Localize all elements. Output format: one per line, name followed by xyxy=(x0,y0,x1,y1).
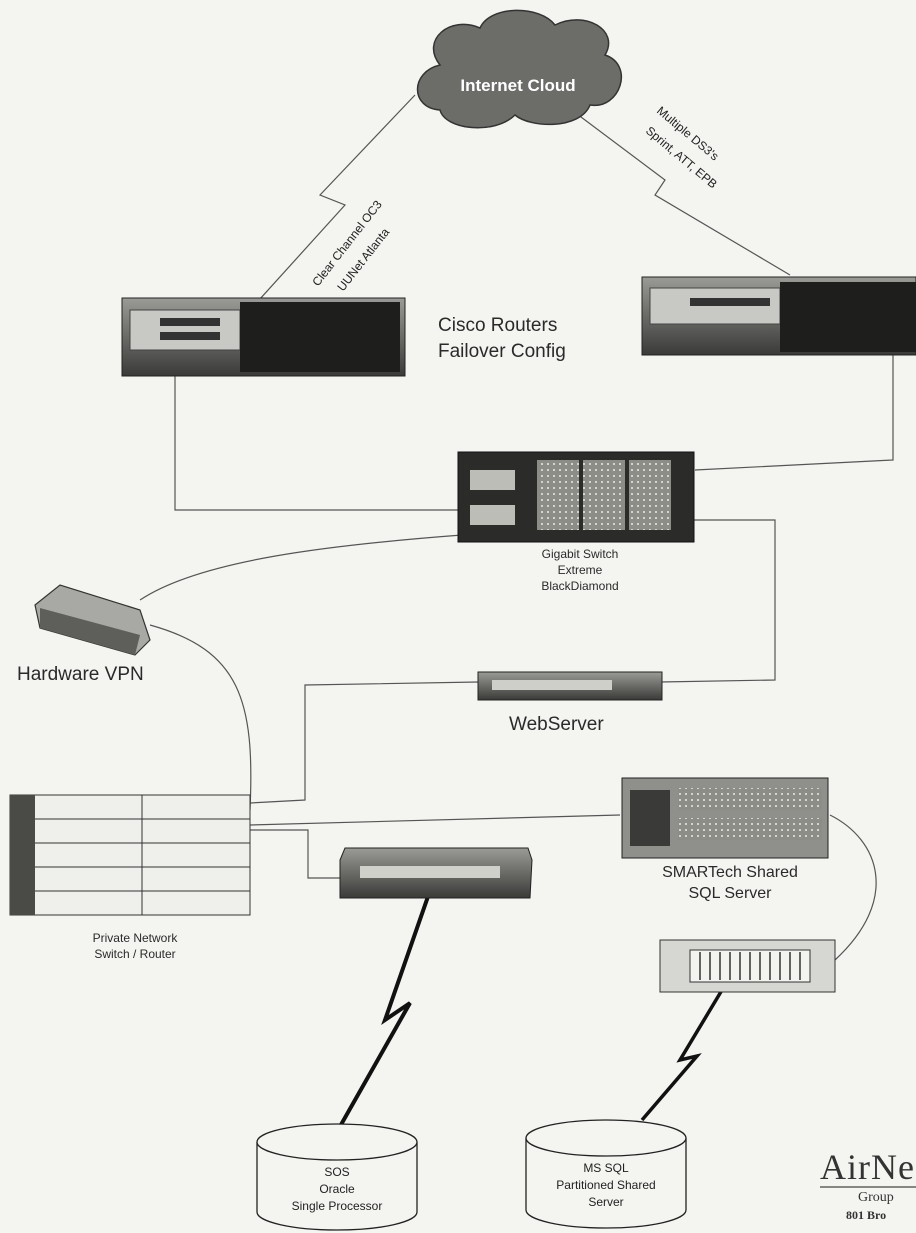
db-oracle-line2: Oracle xyxy=(319,1182,355,1196)
gigabit-switch-line3: BlackDiamond xyxy=(541,579,619,593)
oracle-server-icon xyxy=(339,847,533,899)
lightning-oracle-icon xyxy=(336,884,434,1131)
private-switch-line2: Switch / Router xyxy=(94,947,176,961)
cloud-label: Internet Cloud xyxy=(460,76,575,95)
gigabit-switch-line2: Extreme xyxy=(557,563,603,577)
connection-lines xyxy=(139,94,894,961)
db-mssql-icon xyxy=(525,1119,687,1229)
link-switch-vpn xyxy=(139,534,463,601)
link-sql-array xyxy=(829,814,877,961)
private-switch-icon xyxy=(9,794,251,916)
db-oracle-icon xyxy=(256,1123,418,1231)
private-switch-label: Private Network Switch / Router xyxy=(70,930,200,962)
link-ds3 xyxy=(564,104,791,276)
gigabit-switch-line1: Gigabit Switch xyxy=(541,547,619,561)
airnet-logo: AirNe xyxy=(820,1148,915,1186)
disk-array-icon xyxy=(659,939,836,993)
gigabit-switch-icon xyxy=(457,451,695,543)
routers-label-line1: Cisco Routers xyxy=(438,315,558,336)
vpn-label: Hardware VPN xyxy=(17,664,144,685)
db-mssql-line3: Server xyxy=(588,1195,624,1209)
db-oracle-label: SOS Oracle Single Processor xyxy=(257,1164,417,1215)
db-mssql-line2: Partitioned Shared xyxy=(556,1178,656,1192)
link-webserver-private xyxy=(249,681,479,804)
routers-label-line2: Failover Config xyxy=(438,341,566,362)
logo-line3: 801 Bro xyxy=(846,1208,887,1222)
link-vpn-private xyxy=(149,624,252,811)
link-router-left-switch xyxy=(174,375,462,511)
routers-label: Cisco Routers Failover Config xyxy=(438,313,566,365)
sql-server-line1: SMARTech Shared xyxy=(662,864,798,881)
webserver-label: WebServer xyxy=(509,714,604,735)
lightning-mssql-icon xyxy=(640,989,724,1122)
link-private-oracle xyxy=(250,829,340,879)
hardware-vpn-icon xyxy=(34,584,151,656)
link-oc3 xyxy=(249,94,416,311)
link-switch-webserver xyxy=(659,519,776,683)
cisco-router-left-icon xyxy=(121,297,406,377)
db-oracle-line1: SOS xyxy=(324,1165,350,1179)
link-router-right-switch xyxy=(694,350,894,471)
sql-server-icon xyxy=(621,777,829,859)
link-private-sql xyxy=(249,814,621,826)
cisco-router-right-icon xyxy=(641,276,916,356)
webserver-icon xyxy=(477,671,663,701)
internet-cloud-icon xyxy=(416,9,623,129)
db-mssql-label: MS SQL Partitioned Shared Server xyxy=(526,1160,686,1211)
private-switch-line1: Private Network xyxy=(92,931,178,945)
logo-name: AirNe xyxy=(820,1147,915,1187)
db-oracle-line3: Single Processor xyxy=(291,1199,383,1213)
sql-server-label: SMARTech Shared SQL Server xyxy=(630,862,830,904)
gigabit-switch-label: Gigabit Switch Extreme BlackDiamond xyxy=(520,546,640,594)
sql-server-line2: SQL Server xyxy=(688,885,772,902)
db-mssql-line1: MS SQL xyxy=(583,1161,629,1175)
logo-line2: Group xyxy=(858,1190,894,1205)
